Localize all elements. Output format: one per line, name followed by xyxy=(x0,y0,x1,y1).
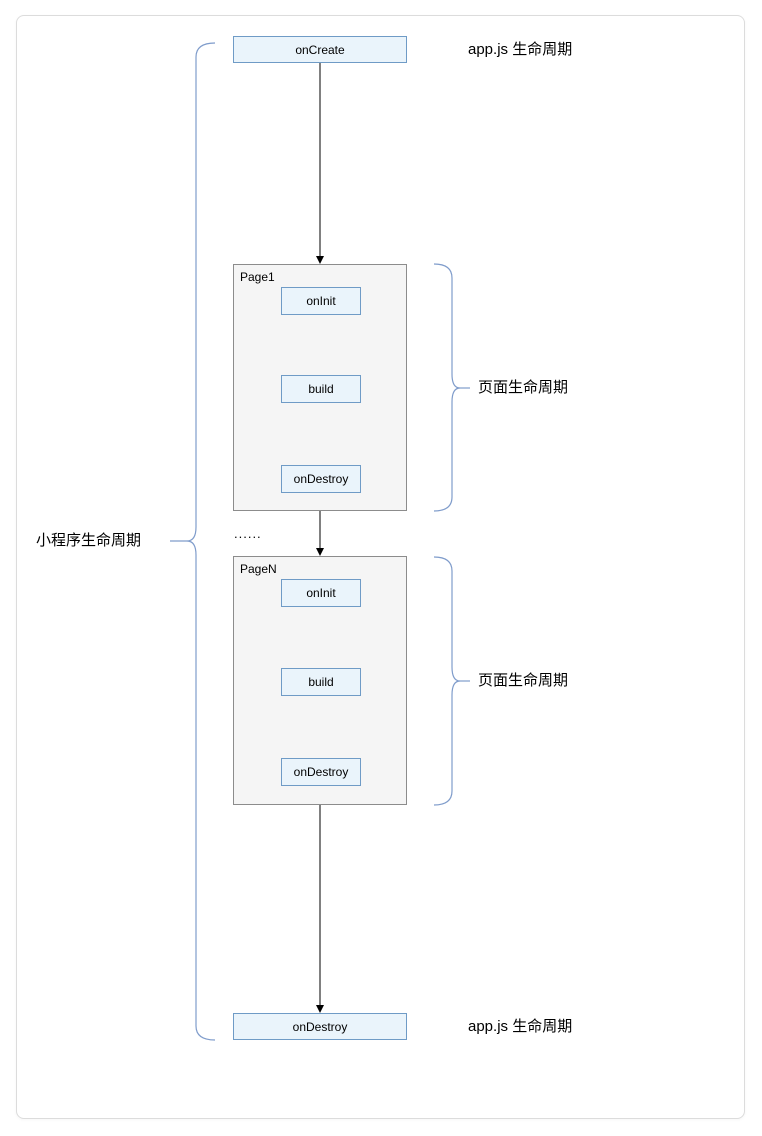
mini-program-lifecycle-label: 小程序生命周期 xyxy=(36,532,142,549)
pages-ellipsis: ...... xyxy=(234,526,262,541)
page-lifecycle-label-pagen: 页面生命周期 xyxy=(478,672,569,689)
app-lifecycle-label-bottom: app.js 生命周期 xyxy=(468,1018,573,1035)
pagen-oninit-node: onInit xyxy=(281,579,361,607)
page1-oninit-node: onInit xyxy=(281,287,361,315)
page1-title: Page1 xyxy=(240,270,275,284)
pagen-build-node: build xyxy=(281,668,361,696)
pagen-title: PageN xyxy=(240,562,277,576)
page-lifecycle-label-page1: 页面生命周期 xyxy=(478,379,569,396)
pagen-ondestroy-node: onDestroy xyxy=(281,758,361,786)
pagen-container: PageN onInit build onDestroy xyxy=(233,556,407,805)
page1-container: Page1 onInit build onDestroy xyxy=(233,264,407,511)
oncreate-node: onCreate xyxy=(233,36,407,63)
app-ondestroy-node: onDestroy xyxy=(233,1013,407,1040)
page1-ondestroy-node: onDestroy xyxy=(281,465,361,493)
app-lifecycle-label-top: app.js 生命周期 xyxy=(468,41,573,58)
page1-build-node: build xyxy=(281,375,361,403)
